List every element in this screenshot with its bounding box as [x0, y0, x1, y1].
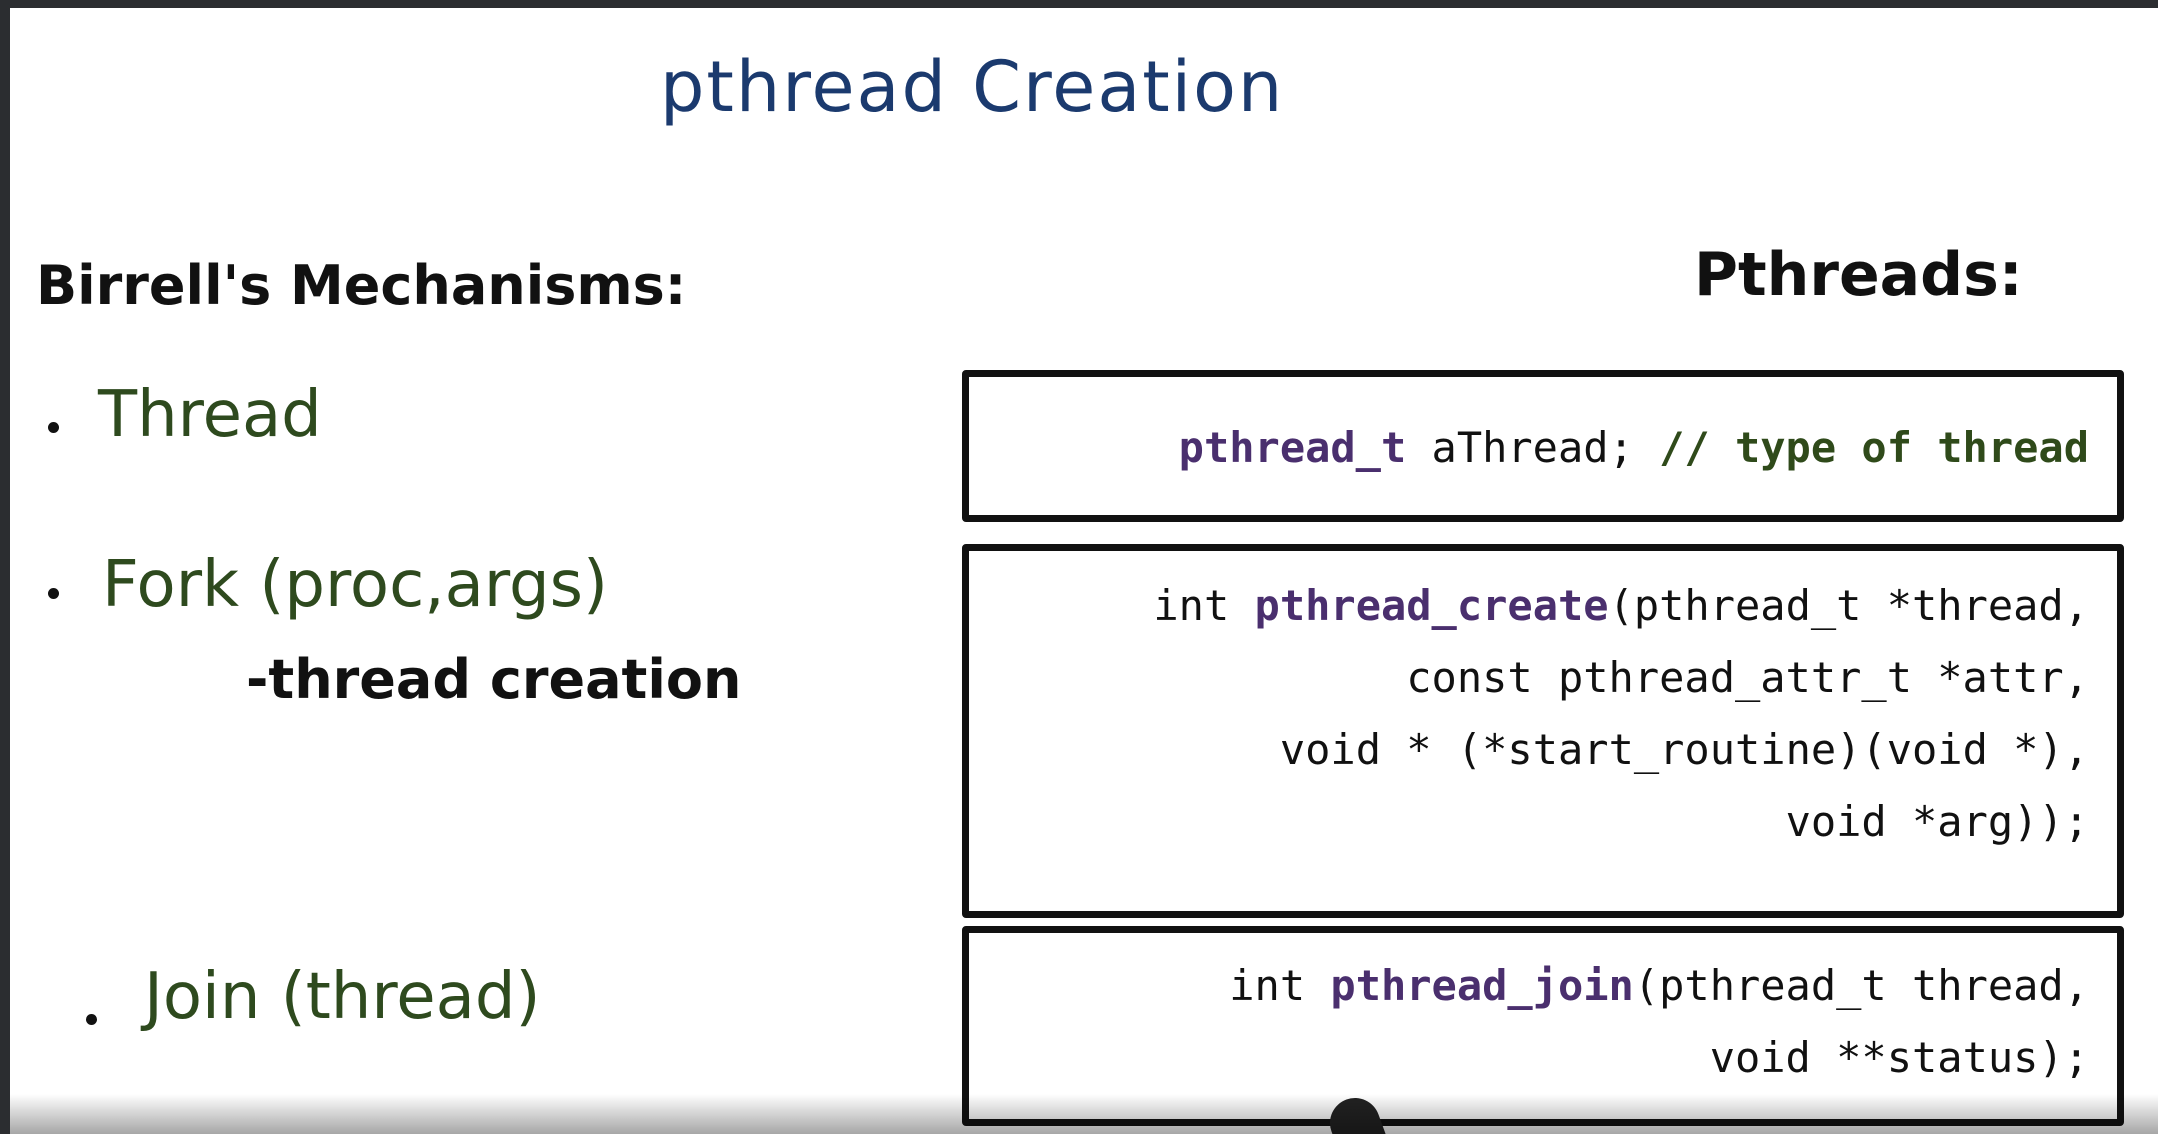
bullet-dot: [86, 1014, 97, 1025]
code-line: void *arg));: [1785, 797, 2089, 846]
code-text: int: [1153, 581, 1255, 630]
bullet-thread: Thread: [98, 378, 322, 452]
code-line: const pthread_attr_t *attr,: [1406, 653, 2089, 702]
bullet-fork-subtext: -thread creation: [246, 648, 742, 711]
code-text: (pthread_t thread,: [1633, 961, 2089, 1010]
bullet-dot: [48, 588, 59, 599]
code-line: int pthread_create(pthread_t *thread,: [1153, 581, 2089, 630]
bullet-fork: Fork (proc,args): [102, 548, 608, 622]
code-line: int pthread_join(pthread_t thread,: [1229, 961, 2089, 1010]
video-bottom-shadow: [10, 1094, 2158, 1134]
code-box-pthread-t: pthread_t aThread; // type of thread: [962, 370, 2124, 522]
code-keyword: pthread_create: [1254, 581, 1609, 630]
code-comment: // type of thread: [1659, 423, 2089, 472]
slide-title: pthread Creation: [660, 46, 1285, 128]
code-box-pthread-join: int pthread_join(pthread_t thread, void …: [962, 926, 2124, 1126]
code-keyword: pthread_t: [1178, 423, 1407, 472]
bullet-dot: [48, 422, 59, 433]
code-keyword: pthread_join: [1330, 961, 1634, 1010]
code-line: void * (*start_routine)(void *),: [1279, 725, 2089, 774]
code-line: void **status);: [1709, 1033, 2089, 1082]
lecture-slide: pthread Creation Birrell's Mechanisms: P…: [10, 8, 2158, 1134]
code-box-pthread-create: int pthread_create(pthread_t *thread, co…: [962, 544, 2124, 918]
code-text: (pthread_t *thread,: [1608, 581, 2089, 630]
bullet-join: Join (thread): [144, 960, 541, 1034]
code-text: aThread;: [1406, 423, 1660, 472]
code-text: int: [1229, 961, 1331, 1010]
code-line: pthread_t aThread; // type of thread: [1179, 423, 2089, 472]
pthreads-heading: Pthreads:: [1694, 240, 2023, 310]
birrell-heading: Birrell's Mechanisms:: [36, 254, 687, 317]
